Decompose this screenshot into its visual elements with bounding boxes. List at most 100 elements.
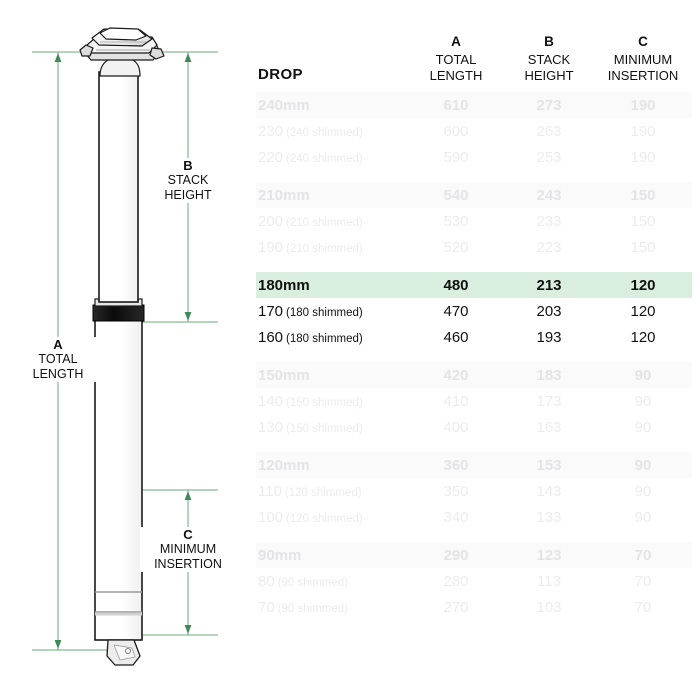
cell-a: 600: [443, 122, 469, 140]
cell-drop: 230(240 shimmed): [256, 118, 408, 144]
drop-value: 120mm: [258, 456, 310, 474]
shim-note: (120 shimmed): [286, 512, 363, 525]
inner-stanchion: [98, 71, 139, 303]
table-group-spacer-cell: [256, 440, 692, 452]
cell-a: 610: [408, 92, 504, 119]
dimension-c-minimum-insertion: [184, 490, 192, 635]
cell-b: 233: [536, 212, 562, 230]
cell-c: 150: [594, 182, 692, 209]
cell-b: 243: [504, 182, 594, 209]
outer-tube: [94, 317, 143, 641]
cell-c: 190: [594, 92, 692, 119]
cell-b: 103: [536, 598, 562, 616]
cell-a: 340: [443, 508, 469, 526]
cell-c: 120: [630, 328, 656, 346]
cell-c: 70: [634, 572, 652, 590]
drop-value: 70: [258, 598, 275, 616]
column-header-b: B STACK HEIGHT: [504, 34, 594, 92]
shim-note: (90 shimmed): [277, 576, 348, 589]
cell-drop: 70(90 shimmed): [256, 594, 408, 620]
cell-a: 460: [443, 328, 469, 346]
table-group-spacer-cell: [256, 350, 692, 362]
table-row[interactable]: 80(90 shimmed) 280 113 70: [256, 568, 692, 594]
table-group-spacer: [256, 260, 692, 272]
cell-drop: 150mm: [256, 362, 408, 389]
cell-drop: 180mm: [256, 272, 408, 299]
drop-value: 90mm: [258, 546, 302, 564]
cell-drop: 140(150 shimmed): [256, 388, 408, 414]
drop-value: 220: [258, 148, 284, 166]
cell-b: 203: [536, 302, 562, 320]
cell-c: 90: [594, 362, 692, 389]
cell-c: 90: [594, 452, 692, 479]
cell-c: 90: [634, 392, 652, 410]
table-header-row: DROP A TOTAL LENGTH B STACK HEIGHT C MIN…: [256, 34, 692, 92]
cell-drop: 220(240 shimmed): [256, 144, 408, 170]
cell-b: 173: [536, 392, 562, 410]
shim-note: (180 shimmed): [286, 306, 363, 319]
cell-c: 120: [630, 302, 656, 320]
shim-note: (210 shimmed): [286, 216, 363, 229]
column-header-b-letter: B: [544, 34, 554, 49]
cell-b: 253: [536, 148, 562, 166]
table-group-spacer-cell: [256, 260, 692, 272]
cell-drop: 130(150 shimmed): [256, 414, 408, 440]
drop-value: 230: [258, 122, 284, 140]
column-header-c-line2: INSERTION: [607, 67, 679, 83]
drop-value: 200: [258, 212, 284, 230]
cell-a: 420: [408, 362, 504, 389]
cell-c: 120: [594, 272, 692, 299]
cell-a: 540: [408, 182, 504, 209]
table-group-spacer: [256, 530, 692, 542]
cell-b: 263: [536, 122, 562, 140]
table-group-spacer: [256, 350, 692, 362]
shim-note: (150 shimmed): [286, 396, 363, 409]
cell-b: 143: [536, 482, 562, 500]
drop-value: 240mm: [258, 96, 310, 114]
cell-b: 223: [536, 238, 562, 256]
spec-table: DROP A TOTAL LENGTH B STACK HEIGHT C MIN…: [256, 34, 692, 620]
table-group-spacer-cell: [256, 170, 692, 182]
cell-b: 113: [537, 572, 561, 590]
cell-c: 70: [634, 598, 652, 616]
cell-a: 470: [443, 302, 469, 320]
cell-a: 480: [408, 272, 504, 299]
drop-value: 130: [258, 418, 284, 436]
column-header-a-letter: A: [451, 34, 461, 49]
cell-a: 280: [443, 572, 469, 590]
seatpost-svg: [32, 27, 218, 666]
column-header-a: A TOTAL LENGTH: [408, 34, 504, 92]
column-header-c-letter: C: [638, 34, 648, 49]
drop-value: 100: [258, 508, 284, 526]
cell-a: 360: [408, 452, 504, 479]
shim-note: (120 shimmed): [284, 486, 362, 499]
cell-a: 290: [408, 542, 504, 569]
shim-note: (90 shimmed): [277, 602, 348, 615]
cell-b: 153: [504, 452, 594, 479]
drop-value: 80: [258, 572, 275, 590]
column-header-c-line1: MINIMUM: [613, 52, 673, 68]
cell-c: 70: [594, 542, 692, 569]
shim-note: (240 shimmed): [286, 126, 363, 139]
cell-c: 190: [630, 148, 656, 166]
column-header-a-line1: TOTAL: [435, 52, 477, 68]
